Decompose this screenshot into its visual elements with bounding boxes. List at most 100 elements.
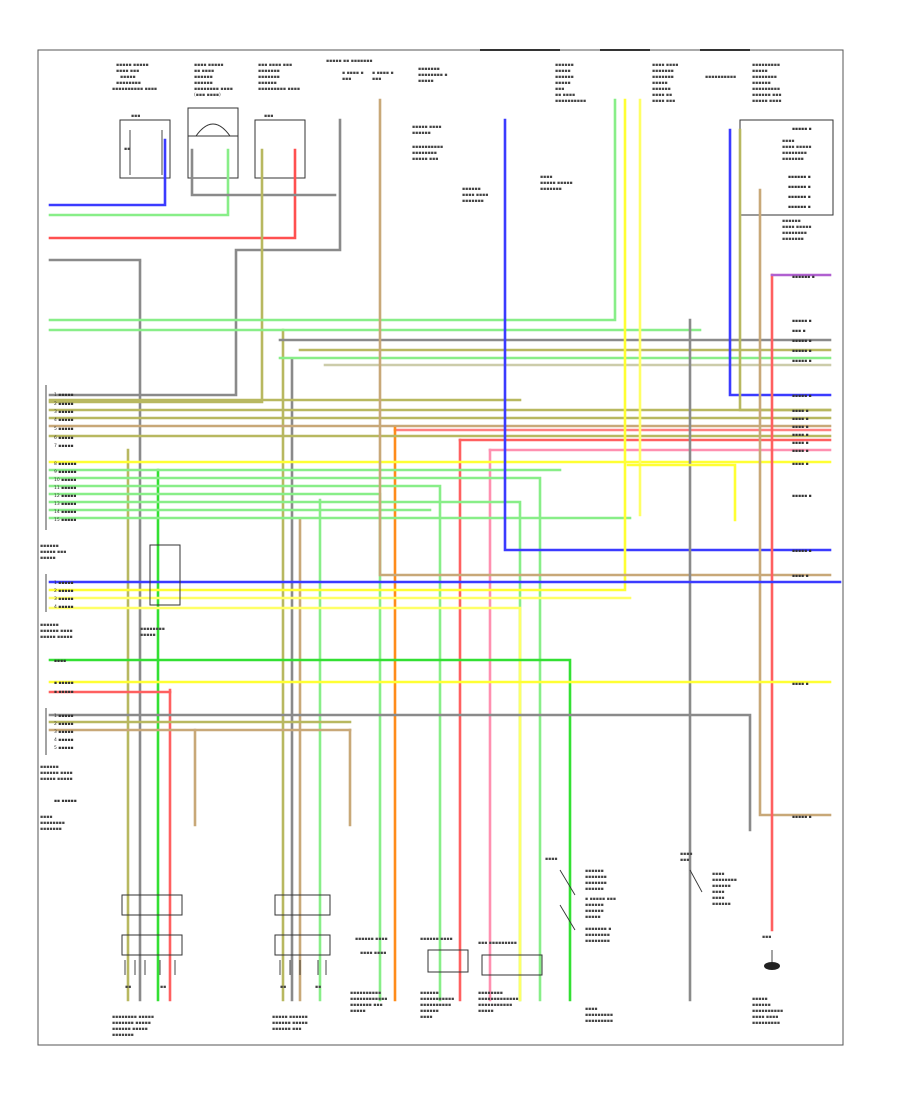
connector-c1: ▪▪▪▪▪ ▪▪ ▪▪▪▪▪▪▪ ▪ ▪▪▪▪ ▪ ▪▪▪ ▪ ▪▪▪▪ ▪ ▪… <box>326 59 447 84</box>
svg-text:7 ▪▪▪▪▪: 7 ▪▪▪▪▪ <box>54 443 74 449</box>
svg-text:3 ▪▪▪▪▪: 3 ▪▪▪▪▪ <box>54 409 74 415</box>
svg-text:▪▪▪▪▪: ▪▪▪▪▪ <box>418 79 434 84</box>
svg-text:▪▪▪▪▪▪▪: ▪▪▪▪▪▪▪ <box>540 187 562 192</box>
svg-text:▪ ▪▪▪▪▪: ▪ ▪▪▪▪▪ <box>54 690 74 695</box>
svg-text:▪▪▪▪▪▪ ▪▪▪▪: ▪▪▪▪▪▪ ▪▪▪▪ <box>420 937 453 942</box>
svg-text:▪▪▪▪: ▪▪▪▪ <box>712 872 724 877</box>
svg-text:▪ ▪▪▪▪ ▪: ▪ ▪▪▪▪ ▪ <box>342 71 364 76</box>
svg-text:▪▪▪▪▪▪▪▪▪▪ ▪▪▪▪: ▪▪▪▪▪▪▪▪▪▪ ▪▪▪▪ <box>112 87 157 92</box>
svg-text:▪▪▪▪▪▪▪ ▪▪▪: ▪▪▪▪▪▪▪ ▪▪▪ <box>350 1003 383 1008</box>
ecm-connector-main: 1 ▪▪▪▪▪ 2 ▪▪▪▪▪ 3 ▪▪▪▪▪ 4 ▪▪▪▪▪ 5 ▪▪▪▪▪ … <box>40 385 77 561</box>
svg-text:▪▪▪ ▪: ▪▪▪ ▪ <box>792 329 806 334</box>
svg-text:2 ▪▪▪▪▪: 2 ▪▪▪▪▪ <box>54 401 74 407</box>
svg-text:▪▪▪▪▪▪▪: ▪▪▪▪▪▪▪ <box>462 199 484 204</box>
svg-text:▪ ▪▪▪▪▪: ▪ ▪▪▪▪▪ <box>54 681 74 686</box>
svg-text:▪▪▪▪▪▪ ▪▪▪: ▪▪▪▪▪▪ ▪▪▪ <box>272 1027 301 1032</box>
engine-coolant-temp-sensor: ▪▪ ▪▪ ▪▪▪▪▪▪▪▪ ▪▪▪▪▪ ▪▪▪▪▪▪▪ ▪▪▪▪▪ ▪▪▪▪▪… <box>112 894 183 1038</box>
svg-text:▪▪▪▪▪▪▪▪▪▪: ▪▪▪▪▪▪▪▪▪▪ <box>412 145 443 150</box>
svg-text:▪▪▪▪▪▪ ▪: ▪▪▪▪▪▪ ▪ <box>788 185 811 190</box>
svg-text:▪▪▪▪▪ ▪▪▪▪▪: ▪▪▪▪▪ ▪▪▪▪▪ <box>116 63 149 68</box>
svg-text:▪▪▪▪▪▪ ▪▪▪: ▪▪▪▪▪▪ ▪▪▪ <box>752 93 781 98</box>
svg-text:▪▪▪▪▪ ▪▪▪: ▪▪▪▪▪ ▪▪▪ <box>40 550 66 555</box>
svg-text:▪▪▪▪▪▪▪: ▪▪▪▪▪▪▪ <box>585 875 607 880</box>
svg-text:▪▪▪▪▪ ▪: ▪▪▪▪▪ ▪ <box>792 549 812 554</box>
svg-text:▪▪▪▪▪▪: ▪▪▪▪▪▪ <box>585 869 604 874</box>
svg-text:▪▪▪▪▪▪: ▪▪▪▪▪▪ <box>40 623 59 628</box>
svg-text:▪▪▪▪▪▪▪▪: ▪▪▪▪▪▪▪▪ <box>585 939 610 944</box>
svg-text:▪▪▪▪▪: ▪▪▪▪▪ <box>752 69 768 74</box>
svg-text:▪▪▪▪▪▪▪: ▪▪▪▪▪▪▪ <box>652 69 674 74</box>
svg-text:▪▪▪▪▪▪▪: ▪▪▪▪▪▪▪ <box>40 827 62 832</box>
bottom-connector-stubs <box>124 960 327 975</box>
map-sensor-group: ▪▪▪▪▪ ▪▪▪▪▪ ▪▪▪▪ ▪▪▪ ▪▪▪▪▪ ▪▪▪▪▪▪▪▪ ▪▪▪▪… <box>112 63 171 179</box>
svg-text:▪▪▪▪▪▪ ▪▪▪▪▪: ▪▪▪▪▪▪ ▪▪▪▪▪ <box>112 1027 148 1032</box>
svg-text:▪▪▪▪▪ ▪▪▪▪: ▪▪▪▪▪ ▪▪▪▪ <box>412 125 441 130</box>
svg-text:▪▪▪▪▪: ▪▪▪▪▪ <box>350 1009 366 1014</box>
svg-text:▪▪▪▪▪▪ ▪: ▪▪▪▪▪▪ ▪ <box>788 195 811 200</box>
svg-text:▪▪▪▪▪▪▪▪▪▪▪▪: ▪▪▪▪▪▪▪▪▪▪▪▪ <box>350 997 387 1002</box>
svg-text:▪▪▪▪▪ ▪▪▪▪▪: ▪▪▪▪▪ ▪▪▪▪▪ <box>540 181 573 186</box>
wire-olive-1 <box>48 148 264 404</box>
svg-text:1 ▪▪▪▪▪: 1 ▪▪▪▪▪ <box>54 580 74 586</box>
svg-text:▪▪▪▪▪ ▪: ▪▪▪▪▪ ▪ <box>792 319 812 324</box>
wire-gray-2 <box>48 118 342 397</box>
svg-text:2 ▪▪▪▪▪: 2 ▪▪▪▪▪ <box>54 721 74 727</box>
svg-text:5 ▪▪▪▪▪: 5 ▪▪▪▪▪ <box>54 745 74 751</box>
svg-text:▪▪▪▪▪▪▪▪▪▪: ▪▪▪▪▪▪▪▪▪▪ <box>555 99 586 104</box>
svg-text:4 ▪▪▪▪▪: 4 ▪▪▪▪▪ <box>54 417 74 423</box>
svg-text:▪▪▪▪▪▪: ▪▪▪▪▪▪ <box>194 75 213 80</box>
svg-text:▪▪▪▪▪▪▪: ▪▪▪▪▪▪▪ <box>112 1033 134 1038</box>
svg-text:▪▪▪▪▪▪▪▪▪: ▪▪▪▪▪▪▪▪▪ <box>585 1013 613 1018</box>
throttle-position-sensor: ▪▪ ▪▪ ▪▪▪▪▪ ▪▪▪▪▪▪ ▪▪▪▪▪▪ ▪▪▪▪▪ ▪▪▪▪▪▪ ▪… <box>272 894 331 1032</box>
svg-text:▪▪▪▪▪▪ ▪▪▪▪: ▪▪▪▪▪▪ ▪▪▪▪ <box>40 771 73 776</box>
svg-text:▪▪▪▪ ▪: ▪▪▪▪ ▪ <box>792 441 809 446</box>
knock-sensor-module: ▪▪▪ ▪▪▪▪ ▪▪▪ ▪▪▪▪▪▪▪ ▪▪▪▪▪▪▪ ▪▪▪▪▪▪ ▪▪▪▪… <box>254 63 306 179</box>
svg-text:▪▪▪▪▪: ▪▪▪▪▪ <box>555 81 571 86</box>
svg-text:▪▪▪▪▪: ▪▪▪▪▪ <box>585 915 601 920</box>
svg-text:▪▪▪: ▪▪▪ <box>762 935 771 940</box>
svg-text:▪▪▪▪▪▪: ▪▪▪▪▪▪ <box>585 903 604 908</box>
svg-text:▪▪▪▪▪: ▪▪▪▪▪ <box>752 997 768 1002</box>
svg-text:▪▪▪▪▪: ▪▪▪▪▪ <box>652 81 668 86</box>
svg-text:9 ▪▪▪▪▪▪: 9 ▪▪▪▪▪▪ <box>54 469 77 475</box>
pressure-switch: ▪▪▪▪ ▪▪▪ ▪▪▪▪ ▪▪▪▪▪▪▪▪ ▪▪▪▪▪▪ ▪▪▪▪ ▪▪▪▪ … <box>680 852 737 907</box>
svg-text:▪▪▪▪▪▪: ▪▪▪▪▪▪ <box>555 75 574 80</box>
svg-text:▪▪▪▪▪▪: ▪▪▪▪▪▪ <box>40 544 59 549</box>
wire-green-h6 <box>48 484 442 1002</box>
wire-green-1 <box>48 148 230 217</box>
wire-green-h5 <box>48 476 542 1002</box>
svg-text:▪▪▪▪▪▪▪▪ ▪▪▪▪: ▪▪▪▪▪▪▪▪ ▪▪▪▪ <box>194 87 233 92</box>
svg-text:▪▪▪▪▪▪: ▪▪▪▪▪▪ <box>462 187 481 192</box>
svg-text:▪▪▪▪▪▪▪▪▪: ▪▪▪▪▪▪▪▪▪ <box>585 1019 613 1024</box>
svg-text:14 ▪▪▪▪▪: 14 ▪▪▪▪▪ <box>54 509 76 515</box>
svg-text:▪▪▪▪▪: ▪▪▪▪▪ <box>140 633 156 638</box>
svg-text:▪▪▪▪▪▪▪▪: ▪▪▪▪▪▪▪▪ <box>40 821 65 826</box>
idle-valve: ▪▪▪ ▪▪▪▪▪▪▪▪▪ ▪▪▪▪▪▪▪▪ ▪▪▪▪▪▪▪▪▪▪▪▪▪ ▪▪▪… <box>478 941 543 1014</box>
svg-text:10 ▪▪▪▪▪: 10 ▪▪▪▪▪ <box>54 477 76 483</box>
svg-text:▪▪▪▪▪▪ ▪: ▪▪▪▪▪▪ ▪ <box>788 175 811 180</box>
svg-text:▪▪▪▪▪▪▪▪▪▪: ▪▪▪▪▪▪▪▪▪▪ <box>350 991 381 996</box>
svg-text:▪▪▪▪▪▪▪▪: ▪▪▪▪▪▪▪▪ <box>712 878 737 883</box>
svg-text:▪▪▪▪ ▪: ▪▪▪▪ ▪ <box>792 409 809 414</box>
svg-text:▪▪▪▪▪ ▪▪▪▪▪: ▪▪▪▪▪ ▪▪▪▪▪ <box>40 635 73 640</box>
ecm-connector-b: ▪▪▪▪ ▪ ▪▪▪▪▪ ▪ ▪▪▪▪▪ 1 ▪▪▪▪▪ 2 ▪▪▪▪▪ 3 ▪… <box>40 659 77 832</box>
svg-text:▪▪▪▪ ▪: ▪▪▪▪ ▪ <box>792 449 809 454</box>
svg-text:▪▪▪▪▪ ▪: ▪▪▪▪▪ ▪ <box>792 394 812 399</box>
vehicle-speed-sensor: ▪▪▪▪▪▪ ▪▪▪▪ ▪▪▪▪ ▪▪▪▪ ▪▪▪▪▪▪▪▪▪▪ ▪▪▪▪▪▪▪… <box>350 937 388 1014</box>
svg-text:▪▪▪▪: ▪▪▪▪ <box>40 815 52 820</box>
svg-text:▪▪ ▪▪▪▪: ▪▪ ▪▪▪▪ <box>555 93 575 98</box>
svg-text:▪▪▪ ▪▪▪▪▪▪▪▪▪: ▪▪▪ ▪▪▪▪▪▪▪▪▪ <box>478 941 517 946</box>
relay-switch-module: ▪▪▪▪ ▪▪▪▪▪▪ ▪▪▪▪▪▪▪ ▪▪▪▪▪▪▪ ▪▪▪▪▪▪ ▪ ▪▪▪… <box>545 857 616 1024</box>
svg-text:▪▪▪▪: ▪▪▪▪ <box>540 175 552 180</box>
svg-text:▪▪▪▪▪▪▪▪▪▪▪▪▪: ▪▪▪▪▪▪▪▪▪▪▪▪▪ <box>478 997 518 1002</box>
svg-text:▪▪: ▪▪ <box>280 985 286 990</box>
svg-text:▪▪▪▪▪ ▪: ▪▪▪▪▪ ▪ <box>792 494 812 499</box>
wire-blue-right <box>503 118 832 552</box>
wire-olive-right <box>738 128 832 412</box>
svg-text:▪▪ ▪▪▪▪: ▪▪ ▪▪▪▪ <box>194 69 214 74</box>
svg-text:▪▪▪▪▪▪▪▪▪: ▪▪▪▪▪▪▪▪▪ <box>752 63 780 68</box>
svg-text:15 ▪▪▪▪▪: 15 ▪▪▪▪▪ <box>54 517 76 523</box>
svg-text:▪▪▪▪▪: ▪▪▪▪▪ <box>40 556 56 561</box>
svg-text:▪▪▪▪ ▪: ▪▪▪▪ ▪ <box>792 682 809 687</box>
svg-text:5 ▪▪▪▪▪: 5 ▪▪▪▪▪ <box>54 426 74 432</box>
